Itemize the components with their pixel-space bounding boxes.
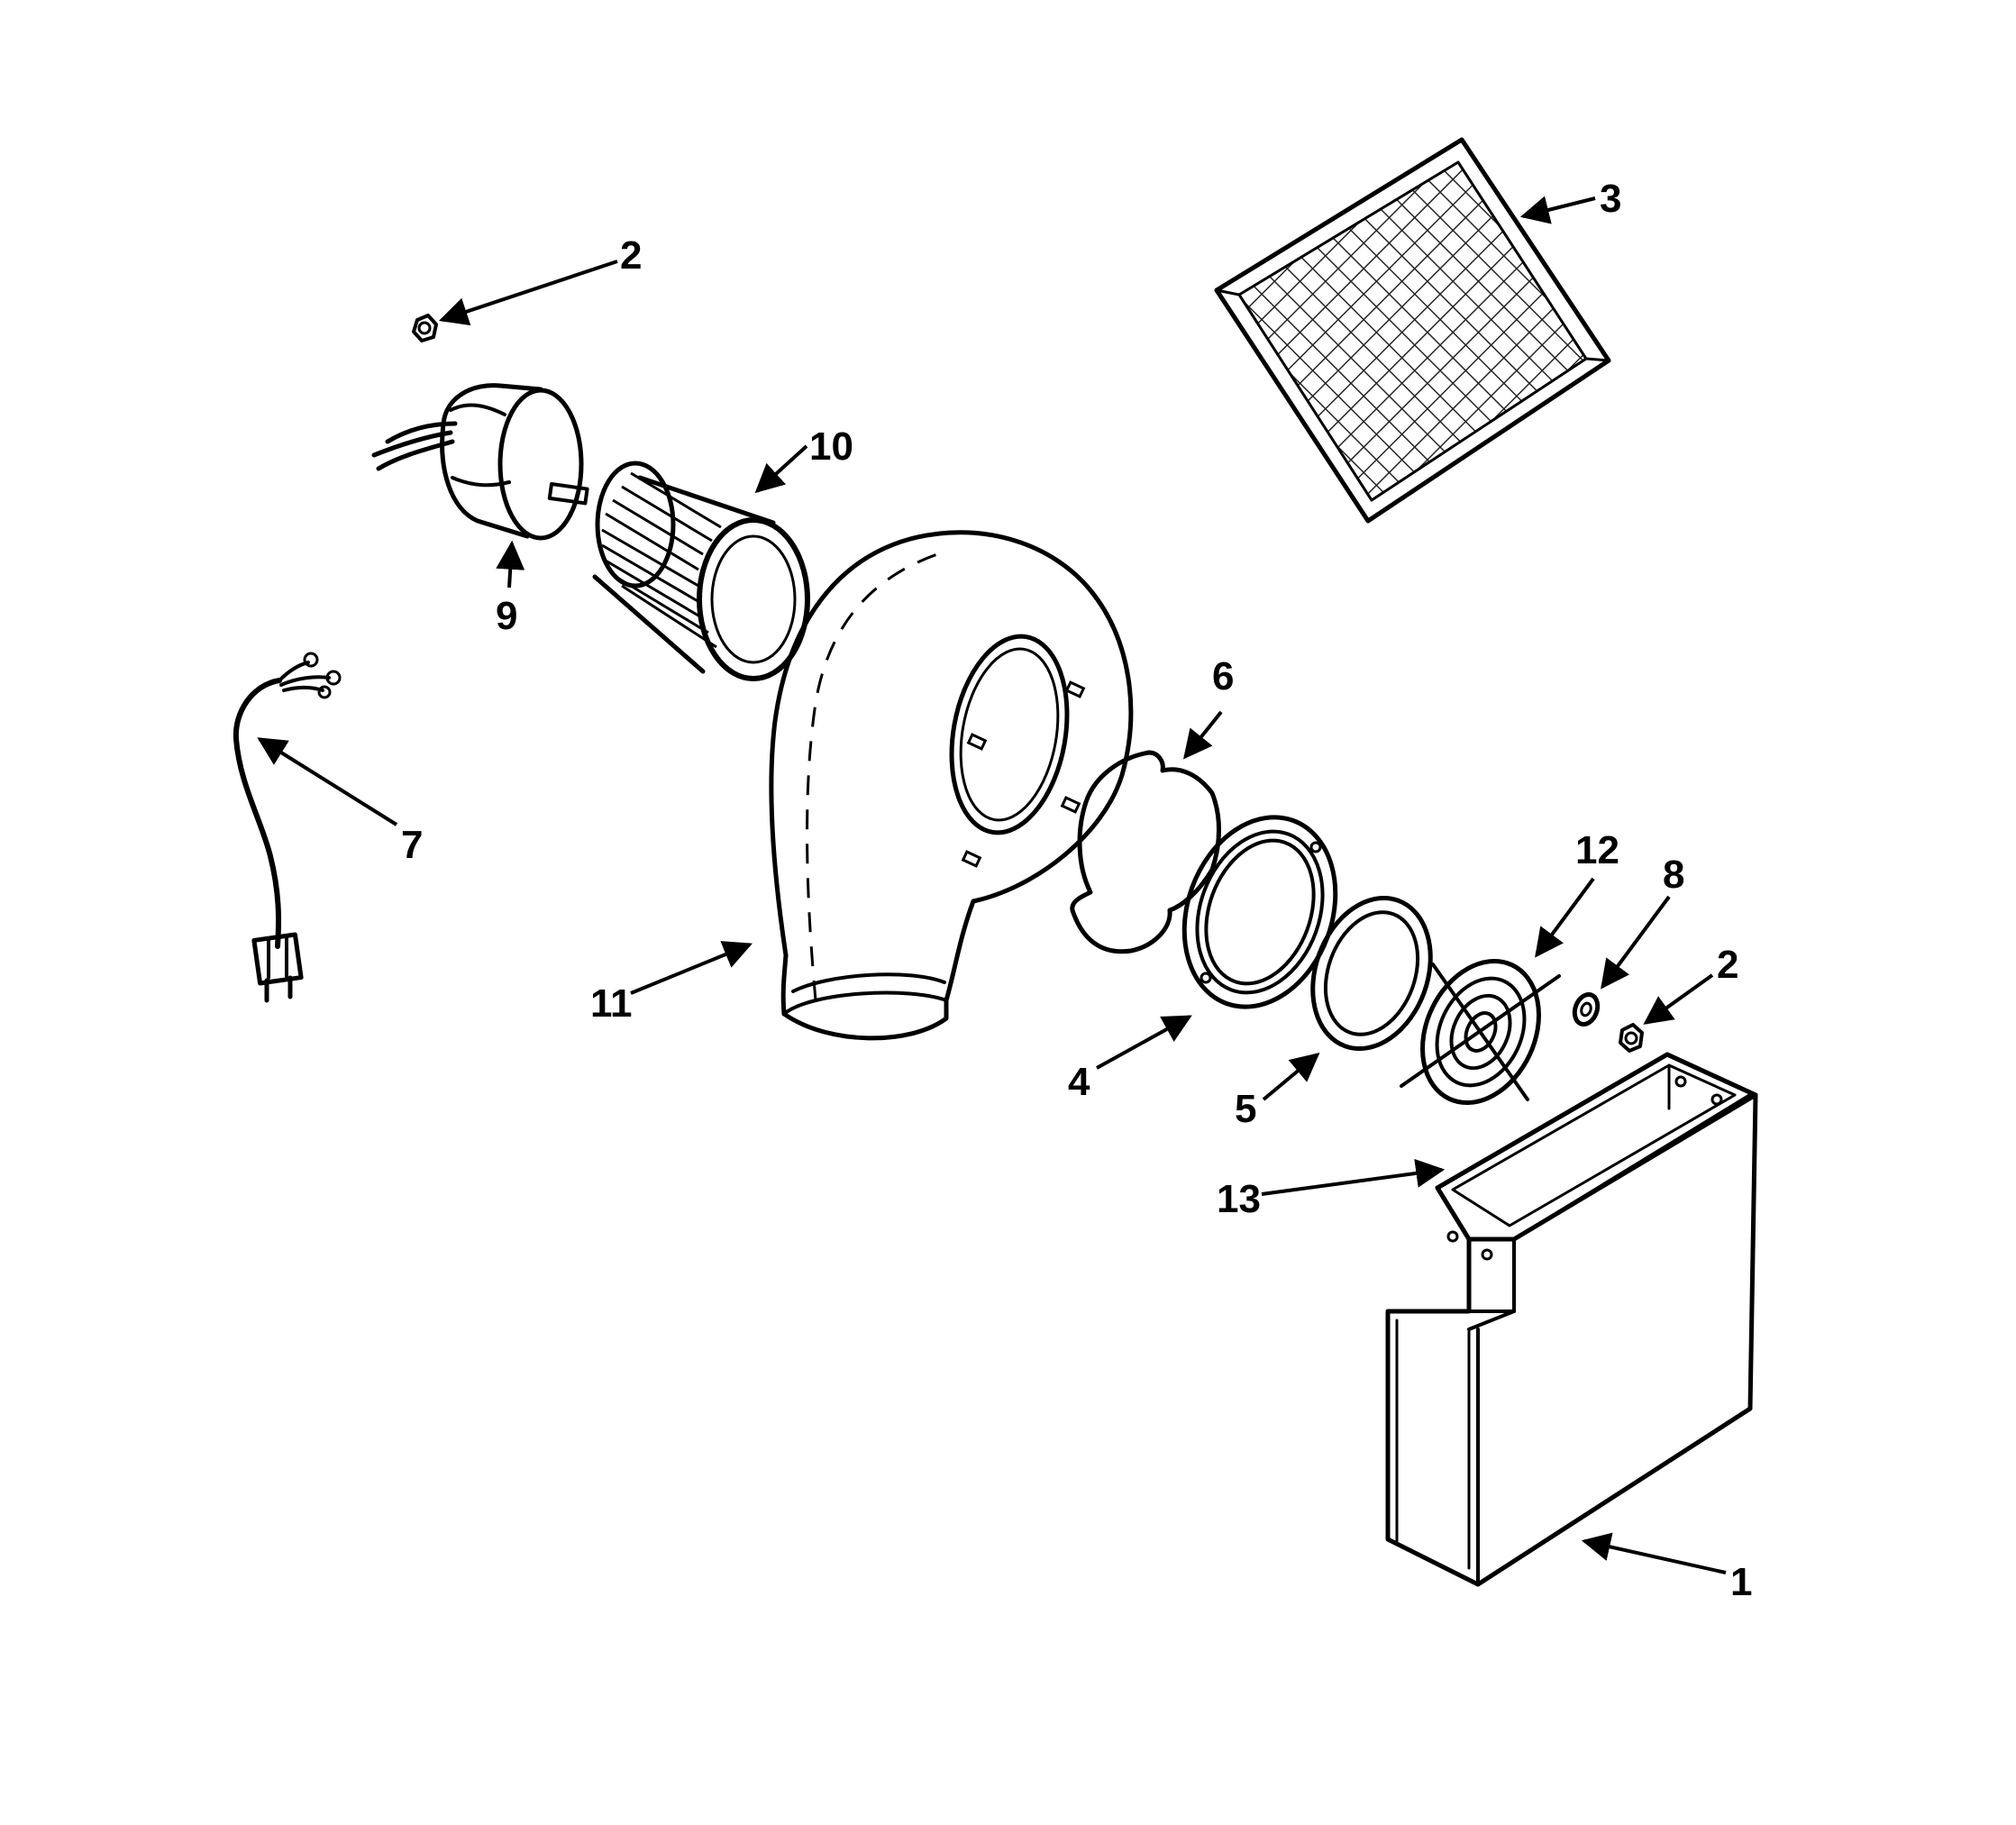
nut-part-top bbox=[412, 314, 438, 342]
callout-label-4: 4 bbox=[1068, 1060, 1090, 1104]
leader-arrow-2-right bbox=[1643, 973, 1714, 1025]
blower-housing-part bbox=[769, 530, 1134, 1041]
leader-arrow-10 bbox=[754, 444, 808, 494]
callout-label-1: 1 bbox=[1730, 1560, 1752, 1604]
callout-label-7: 7 bbox=[401, 823, 423, 867]
filter-part bbox=[1214, 137, 1611, 524]
leader-arrow-5 bbox=[1262, 1052, 1320, 1101]
callout-label-9: 9 bbox=[496, 594, 517, 638]
nut-part-right bbox=[1619, 1023, 1644, 1053]
blower-wheel-part bbox=[592, 461, 810, 681]
callout-label-8: 8 bbox=[1663, 853, 1684, 897]
leader-arrow-9 bbox=[496, 540, 525, 589]
power-cord-part bbox=[233, 652, 342, 1003]
callout-label-2-top: 2 bbox=[620, 233, 642, 278]
leader-arrow-1 bbox=[1581, 1532, 1727, 1574]
callout-label-10: 10 bbox=[809, 424, 853, 469]
callout-label-11: 11 bbox=[590, 981, 633, 1026]
leader-arrow-4 bbox=[1096, 1015, 1192, 1070]
leader-arrow-11 bbox=[630, 941, 753, 995]
callout-labels: 2 3 10 9 7 6 11 4 5 12 8 2 13 1 bbox=[401, 177, 1752, 1604]
callout-label-5: 5 bbox=[1235, 1087, 1256, 1131]
leader-arrow-8 bbox=[1601, 895, 1671, 990]
leader-arrow-7 bbox=[257, 737, 398, 826]
callout-label-13: 13 bbox=[1217, 1177, 1261, 1221]
mounting-ring-part bbox=[1181, 815, 1338, 1009]
leader-arrow-2-top bbox=[438, 260, 618, 326]
motor-part bbox=[371, 383, 589, 541]
washer-part bbox=[1572, 992, 1601, 1027]
leader-arrow-3 bbox=[1519, 196, 1596, 224]
leader-arrow-13 bbox=[1261, 1158, 1446, 1196]
leader-arrow-6 bbox=[1183, 710, 1223, 760]
callout-label-2-right: 2 bbox=[1717, 943, 1738, 987]
top-flange-part bbox=[1435, 1052, 1758, 1242]
seal-ring-part bbox=[1310, 895, 1433, 1052]
fan-guard-part bbox=[1400, 958, 1561, 1106]
callout-label-6: 6 bbox=[1212, 654, 1234, 698]
callout-label-3: 3 bbox=[1600, 177, 1621, 221]
leader-arrow-12 bbox=[1535, 877, 1595, 958]
callout-label-12: 12 bbox=[1575, 828, 1619, 872]
leader-arrows bbox=[257, 196, 1727, 1574]
gasket-part bbox=[1070, 750, 1221, 954]
duct-box-part bbox=[1385, 1052, 1758, 1587]
